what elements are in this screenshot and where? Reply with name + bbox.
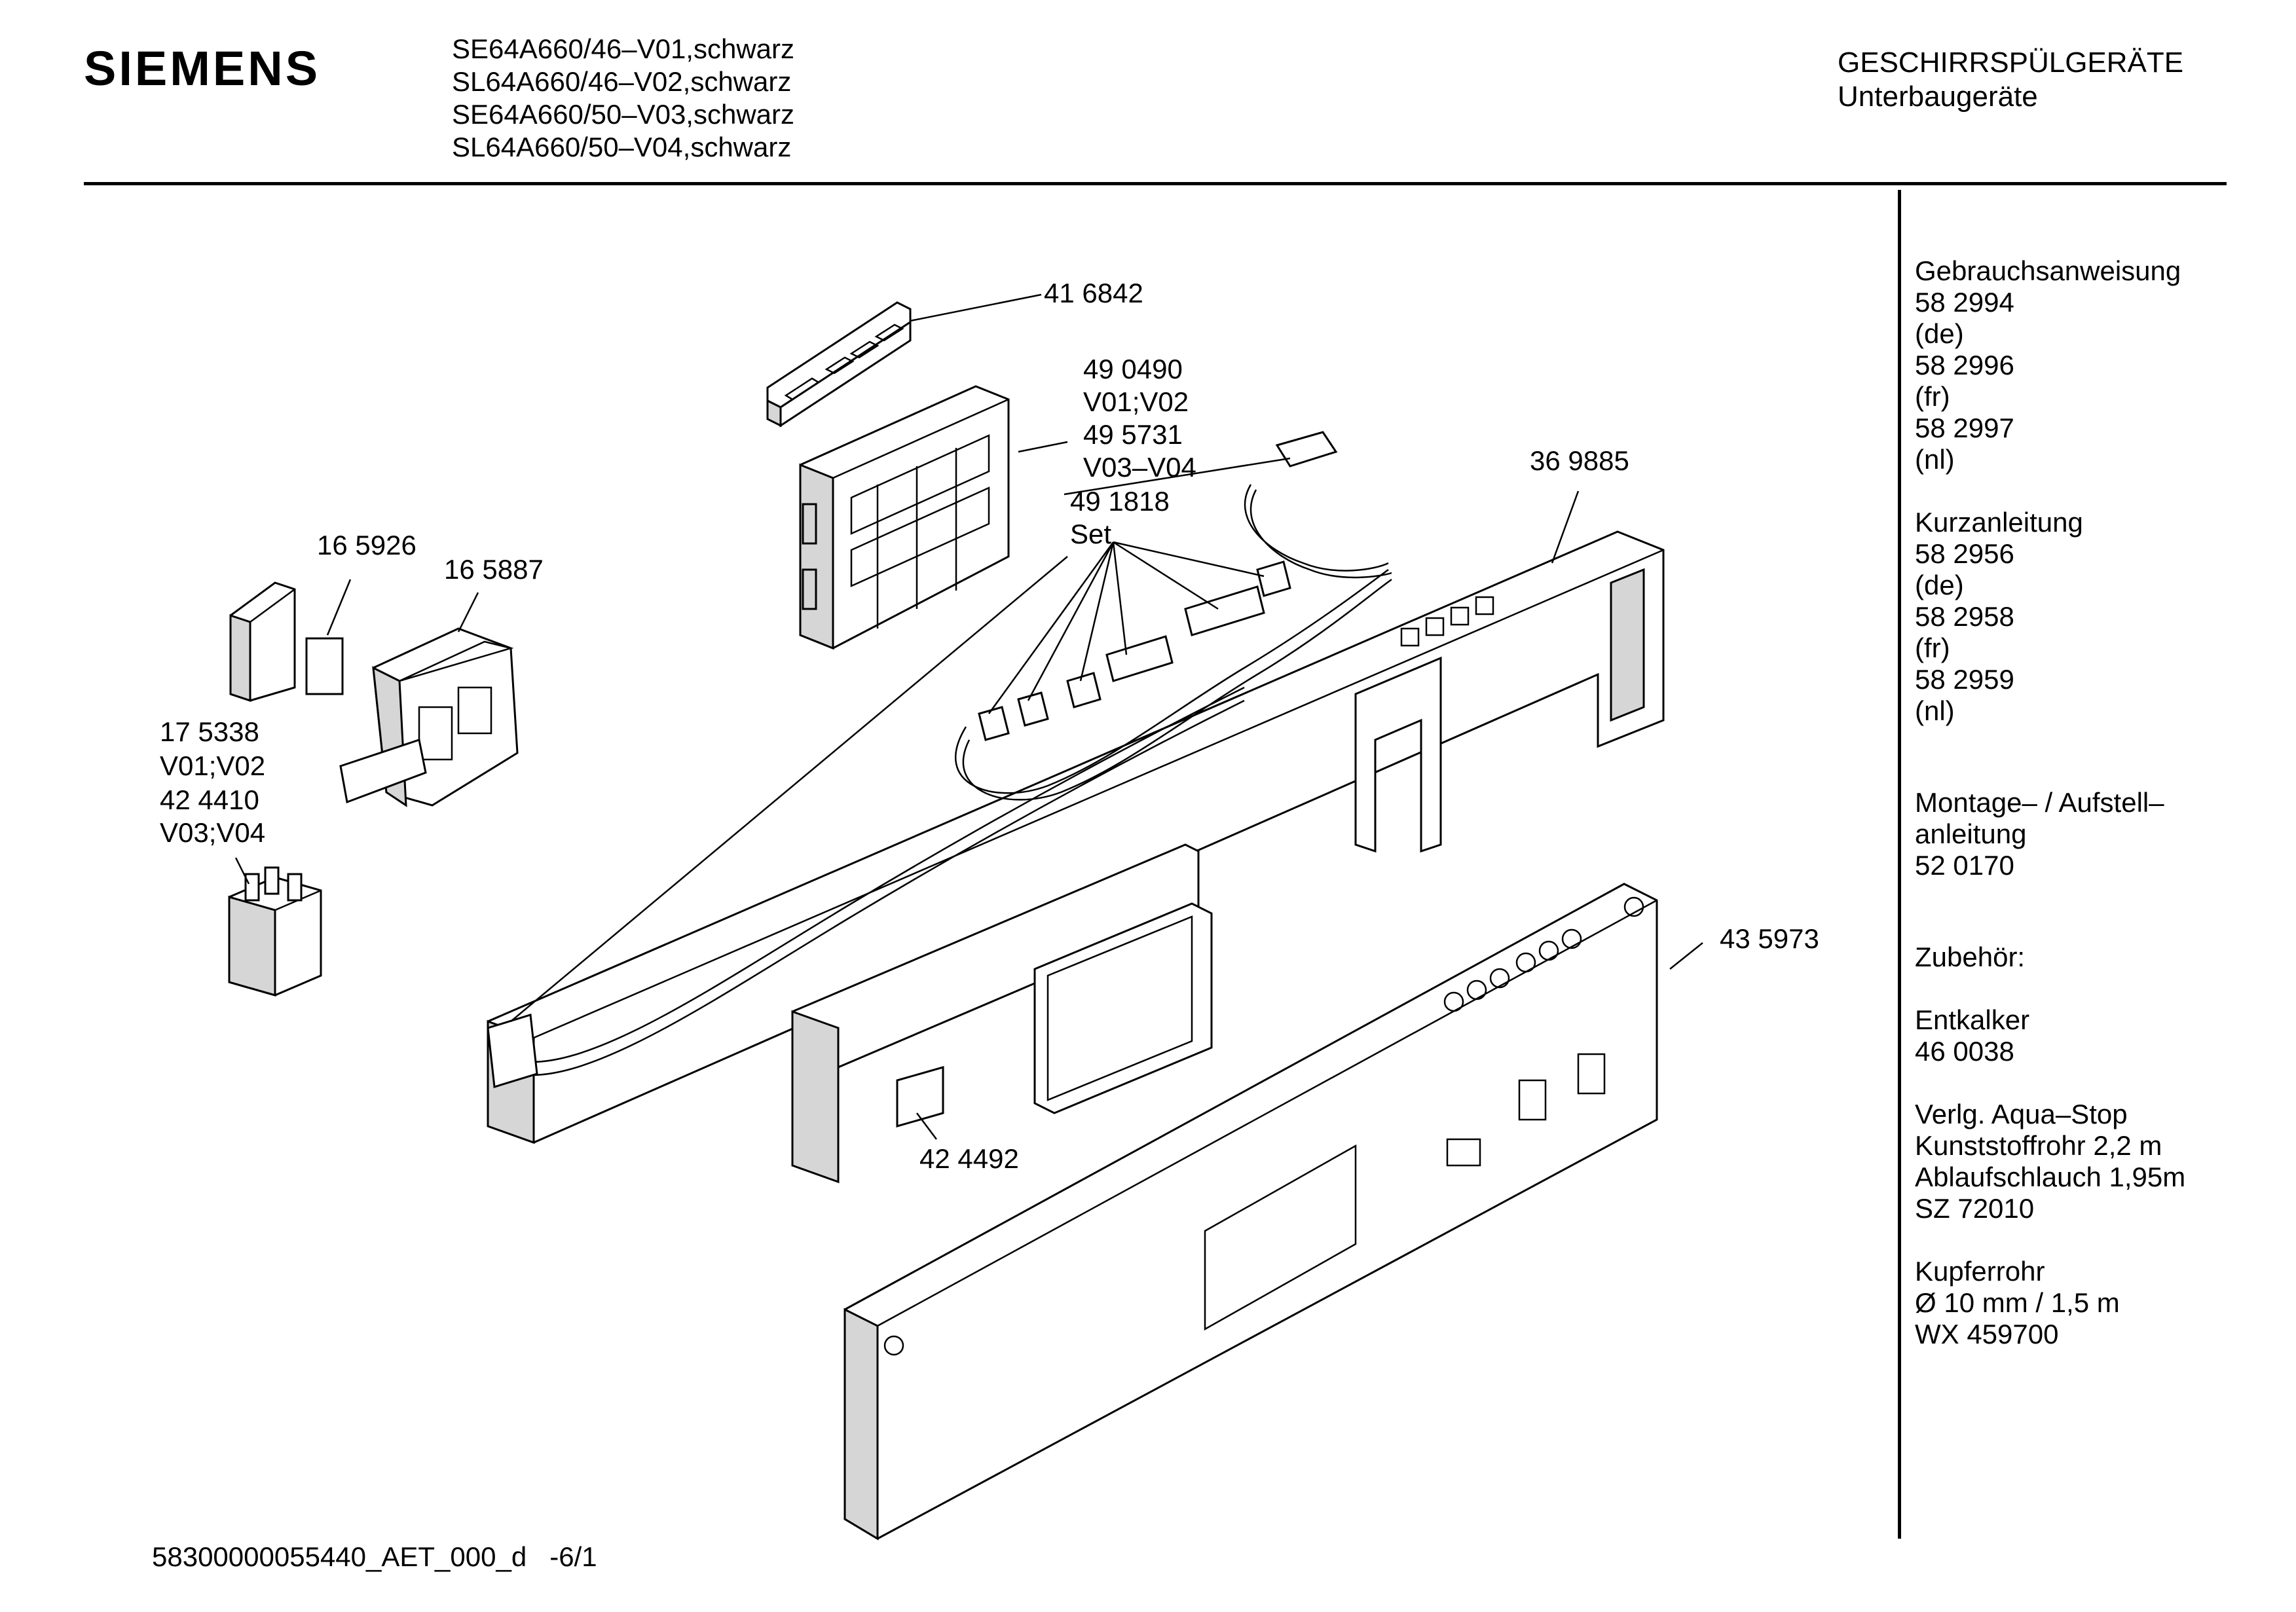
installation-title: Montage– / Aufstell– xyxy=(1915,787,2164,818)
copper-number: WX 459700 xyxy=(1915,1319,2059,1349)
aquastop-title: Verlg. Aqua–Stop xyxy=(1915,1099,2128,1129)
user-manual-block: Gebrauchsanweisung 58 2994 (de) 58 2996 … xyxy=(1915,255,2185,475)
copper-size: Ø 10 mm / 1,5 m xyxy=(1915,1287,2120,1318)
manual-number-nl: 58 2997 xyxy=(1915,412,2014,443)
label-435973: 43 5973 xyxy=(1720,923,1819,954)
label-490490-variant: V01;V02 xyxy=(1083,386,1189,417)
category-heading: GESCHIRRSPÜLGERÄTE Unterbaugeräte xyxy=(1838,46,2183,114)
accessories-heading: Zubehör: xyxy=(1915,942,2026,972)
copper-title: Kupferrohr xyxy=(1915,1256,2045,1287)
label-495731-variant: V03–V04 xyxy=(1083,452,1196,483)
part-369885-front-panel xyxy=(487,530,1665,1145)
accessories-heading-block: Zubehör: xyxy=(1915,942,2185,973)
footer-doc-id: 58300000055440_AET_000_d xyxy=(152,1541,527,1572)
quick-guide-block: Kurzanleitung 58 2956 (de) 58 2958 (fr) … xyxy=(1915,507,2185,727)
part-490490-control-module xyxy=(799,385,1010,650)
descaler-number: 46 0038 xyxy=(1915,1036,2014,1067)
model-line: SE64A660/46–V01,schwarz xyxy=(452,33,795,64)
part-416842-button-strip xyxy=(766,301,912,428)
aquastop-block: Verlg. Aqua–Stop Kunststoffrohr 2,2 m Ab… xyxy=(1915,1099,2185,1224)
category-subtitle: Unterbaugeräte xyxy=(1838,81,2038,113)
category-title: GESCHIRRSPÜLGERÄTE xyxy=(1838,46,2184,79)
manual-lang-fr: (fr) xyxy=(1915,381,1950,412)
label-165926: 16 5926 xyxy=(317,530,417,560)
model-line: SL64A660/46–V02,schwarz xyxy=(452,66,792,97)
quick-guide-number-nl: 58 2959 xyxy=(1915,664,2014,695)
label-491818-set: Set xyxy=(1070,519,1111,549)
part-165887-bracket xyxy=(339,627,519,807)
quick-guide-number-fr: 58 2958 xyxy=(1915,601,2014,632)
quick-guide-title: Kurzanleitung xyxy=(1915,507,2083,538)
label-491818: 49 1818 xyxy=(1070,486,1170,517)
label-416842: 41 6842 xyxy=(1044,278,1143,308)
manual-number-de: 58 2994 xyxy=(1915,287,2014,318)
documentation-sidebar: Gebrauchsanweisung 58 2994 (de) 58 2996 … xyxy=(1915,255,2185,1382)
label-424410: 42 4410 xyxy=(160,784,259,815)
document-footer: 58300000055440_AET_000_d -6/1 xyxy=(152,1541,597,1573)
label-175338-variant: V01;V02 xyxy=(160,750,265,781)
leader-lines xyxy=(234,293,1703,1140)
part-175338-relay xyxy=(228,866,322,997)
quick-guide-number-de: 58 2956 xyxy=(1915,538,2014,569)
model-list: SE64A660/46–V01,schwarz SL64A660/46–V02,… xyxy=(452,33,794,164)
aquastop-hose: Ablaufschlauch 1,95m xyxy=(1915,1162,2186,1192)
label-490490: 49 0490 xyxy=(1083,354,1183,384)
descaler-title: Entkalker xyxy=(1915,1004,2030,1035)
aquastop-pipe: Kunststoffrohr 2,2 m xyxy=(1915,1130,2162,1161)
part-435973-panel-housing xyxy=(791,843,1658,1541)
part-number-labels: 41 6842 49 0490 V01;V02 49 5731 V03–V04 … xyxy=(160,278,1819,1174)
model-line: SE64A660/50–V03,schwarz xyxy=(452,99,795,130)
manual-number-fr: 58 2996 xyxy=(1915,350,2014,380)
exploded-parts-diagram: 41 6842 49 0490 V01;V02 49 5731 V03–V04 … xyxy=(160,278,1819,1541)
part-491818-wiring-harness xyxy=(487,431,1392,1088)
footer-page: -6/1 xyxy=(549,1541,597,1572)
label-495731: 49 5731 xyxy=(1083,419,1183,450)
sidebar-divider xyxy=(1898,190,1901,1539)
installation-block: Montage– / Aufstell– anleitung 52 0170 xyxy=(1915,787,2185,881)
label-424492: 42 4492 xyxy=(919,1143,1019,1174)
label-165887: 16 5887 xyxy=(444,554,544,585)
installation-number: 52 0170 xyxy=(1915,850,2014,881)
label-369885: 36 9885 xyxy=(1530,445,1629,476)
label-175338: 17 5338 xyxy=(160,716,259,747)
brand-logo: SIEMENS xyxy=(84,41,321,96)
quick-guide-lang-de: (de) xyxy=(1915,570,1964,600)
manual-lang-nl: (nl) xyxy=(1915,444,1955,475)
aquastop-number: SZ 72010 xyxy=(1915,1193,2035,1224)
manual-title: Gebrauchsanweisung xyxy=(1915,255,2181,286)
part-165926-cover xyxy=(229,581,344,703)
quick-guide-lang-fr: (fr) xyxy=(1915,632,1950,663)
label-424410-variant: V03;V04 xyxy=(160,817,265,848)
copper-pipe-block: Kupferrohr Ø 10 mm / 1,5 m WX 459700 xyxy=(1915,1256,2185,1350)
quick-guide-lang-nl: (nl) xyxy=(1915,695,1955,726)
descaler-block: Entkalker 46 0038 xyxy=(1915,1004,2185,1067)
installation-title-cont: anleitung xyxy=(1915,818,2027,849)
manual-lang-de: (de) xyxy=(1915,318,1964,349)
model-line: SL64A660/50–V04,schwarz xyxy=(452,132,792,162)
header-divider xyxy=(84,182,2227,185)
